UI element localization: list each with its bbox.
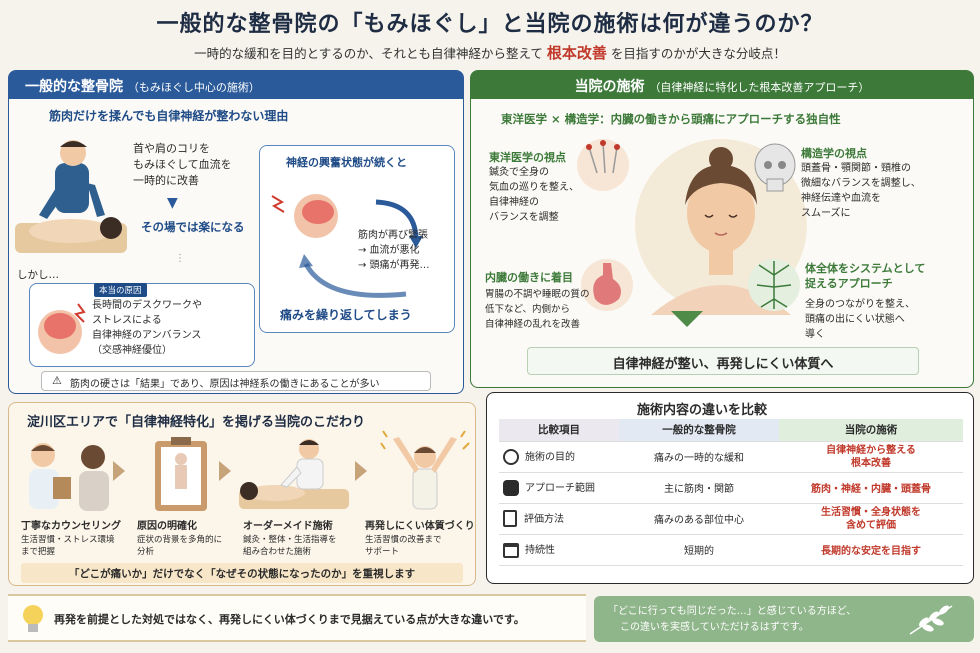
calendar-icon — [503, 542, 519, 558]
clipboard-illustration — [155, 437, 207, 511]
footer-main-text: 再発を前提とした対処ではなく、再発しにくい体づくりまで見据えている点が大きな違い… — [54, 613, 525, 626]
true-cause-text: 長時間のデスクワークや ストレスによる 自律神経のアンバランス （交感神経優位） — [92, 300, 202, 356]
warning-note: ⚠ 筋肉の硬さは「結果」であり、原因は神経系の働きにあることが多い — [41, 371, 431, 391]
stressed-head-illustration — [38, 303, 86, 354]
cycle-title: 神経の興奮状態が続くと — [286, 156, 407, 169]
true-cause-box: 本当の原因 長時間のデスクワークや ストレスによる 自律神経のアンバランス （交… — [29, 283, 255, 367]
table-row: 評価方法 痛みのある部位中心 生活習慣・全身状態を含めて評価 — [499, 503, 963, 535]
footer-message-text: 「どこに行っても同じだった…」と感じている方ほど、 この違いを実感していただける… — [608, 606, 857, 633]
custom-treatment-illustration — [239, 439, 349, 509]
warning-icon: ⚠ — [52, 374, 62, 387]
result-arrow-icon — [671, 311, 703, 327]
immediate-relief-text: その場では楽になる — [141, 220, 245, 234]
footer-message-box: 「どこに行っても同じだった…」と感じている方ほど、 この違いを実感していただける… — [594, 596, 974, 642]
comparison-panel: 施術内容の違いを比較 比較項目 一般的な整骨院 当院の施術 施術の目的 痛みの一… — [486, 392, 974, 584]
subtitle-highlight: 根本改善 — [546, 44, 607, 62]
cycle-text: 筋肉が再び緊張 → 血流が悪化 → 頭痛が再発… — [358, 230, 430, 271]
organ-text: 胃腸の不調や睡眠の質の 低下など、内側から 自律神経の乱れを改善 — [485, 289, 590, 330]
subtitle-post: を目指すのかが大きな分岐点！ — [610, 46, 786, 61]
local-title: 淀川区エリアで「自律神経特化」を掲げる当院のこだわり — [27, 415, 366, 430]
eastern-title: 東洋医学の視点 — [489, 151, 566, 164]
general-clinic-panel: 一般的な整骨院 （もみほぐし中心の施術） 筋肉だけを揉んでも自律神経が整わない理… — [8, 70, 464, 394]
step-custom-treatment: オーダーメイド施術 鍼灸・整体・生活指導を 組み合わせた施術 — [243, 521, 337, 557]
comparison-table: 比較項目 一般的な整骨院 当院の施術 施術の目的 痛みの一時的な緩和 自律神経か… — [499, 419, 963, 566]
eastern-text: 鍼灸で全身の 気血の巡りを整え、 自律神経の バランスを調整 — [489, 167, 579, 223]
table-row: 持続性 短期的 長期的な安定を目指す — [499, 534, 963, 566]
however-text: しかし… — [17, 269, 59, 281]
massage-illustration — [15, 140, 127, 253]
warning-text: 筋肉の硬さは「結果」であり、原因は神経系の働きにあることが多い — [70, 379, 380, 390]
reason-title: 筋肉だけを揉んでも自律神経が整わない理由 — [49, 109, 289, 123]
table-row: 施術の目的 痛みの一時的な緩和 自律神経から整える根本改善 — [499, 441, 963, 473]
true-cause-tag: 本当の原因 — [94, 283, 147, 297]
cycle-bottom-text: 痛みを繰り返してしまう — [280, 308, 412, 322]
lightbulb-icon — [23, 605, 43, 632]
step-arrow-3 — [355, 461, 367, 481]
our-clinic-heading: 当院の施術 （自律神経に特化した根本改善アプローチ） — [471, 71, 973, 99]
table-header-row: 比較項目 一般的な整骨院 当院の施術 — [499, 419, 963, 442]
page-title: 一般的な整骨院の「もみほぐし」と当院の施術は何が違うのか？ — [156, 12, 824, 37]
comparison-title: 施術内容の違いを比較 — [637, 403, 768, 418]
local-commitment-panel: 淀川区エリアで「自律神経特化」を掲げる当院のこだわり 丁寧なカウンセリング — [8, 402, 476, 586]
local-banner: 「どこが痛いか」だけでなく「なぜその状態になったのか」を重視します — [21, 563, 463, 583]
footer-summary: 再発を前提とした対処ではなく、再発しにくい体づくりまで見据えている点が大きな違い… — [8, 594, 586, 642]
page-subtitle: 一時的な緩和を目的とするのか、それとも自律神経から整えて 根本改善 を目指すのか… — [0, 42, 980, 63]
table-row: アプローチ範囲 主に筋肉・関節 筋肉・神経・内臓・頭蓋骨 — [499, 472, 963, 504]
skull-icon — [754, 143, 796, 192]
structural-title: 構造学の視点 — [801, 147, 867, 160]
dots-icon: ⋮ — [175, 253, 185, 264]
healthy-body-illustration — [380, 430, 470, 510]
organ-title: 内臓の働きに着目 — [485, 271, 573, 284]
nerve-cycle-box: 神経の興奮状態が続くと 筋肉が再び緊張 → 血流が悪化 → 頭痛が再発… 痛みを… — [259, 145, 455, 333]
arrow-down-icon: ▼ — [167, 195, 178, 211]
general-clinic-heading: 一般的な整骨院 （もみほぐし中心の施術） — [9, 71, 463, 99]
leaf-icon — [909, 605, 953, 635]
cycle-diagram — [271, 194, 423, 298]
acupuncture-icon — [577, 139, 629, 191]
target-icon — [503, 449, 519, 465]
step-arrow-1 — [113, 461, 125, 481]
step-prevention: 再発しにくい体質づくり 生活習慣の改善まで サポート — [365, 521, 475, 557]
result-banner: 自律神経が整い、再発しにくい体質へ — [527, 347, 919, 375]
subtitle-pre: 一時的な緩和を目的とするのか、それとも自律神経から整えて — [194, 46, 543, 61]
person-icon — [503, 480, 519, 496]
step-arrow-2 — [219, 461, 231, 481]
system-title: 体全体をシステムとして 捉えるアプローチ — [805, 262, 926, 290]
approach-title: 東洋医学 × 構造学：内臓の働きから頭痛にアプローチする独自性 — [501, 112, 841, 126]
clipboard-icon — [503, 510, 517, 528]
counseling-illustration — [29, 443, 109, 511]
massage-text: 首や肩のコリを もみほぐして血流を 一時的に改善 — [133, 142, 232, 187]
our-clinic-panel: 当院の施術 （自律神経に特化した根本改善アプローチ） 東洋医学 × 構造学：内臓… — [470, 70, 974, 388]
nerve-network-icon — [748, 259, 800, 311]
structural-text: 頭蓋骨・顎関節・頸椎の 微細なバランスを調整し、 神経伝達や血流を スムーズに — [801, 163, 921, 219]
step-counseling: 丁寧なカウンセリング 生活習慣・ストレス環境 まで把握 — [21, 521, 121, 557]
stomach-icon — [581, 259, 633, 311]
step-cause-clarify: 原因の明確化 症状の背景を多角的に 分析 — [137, 521, 223, 557]
system-text: 全身のつながりを整え、 頭痛の出にくい状態へ 導く — [805, 299, 915, 340]
